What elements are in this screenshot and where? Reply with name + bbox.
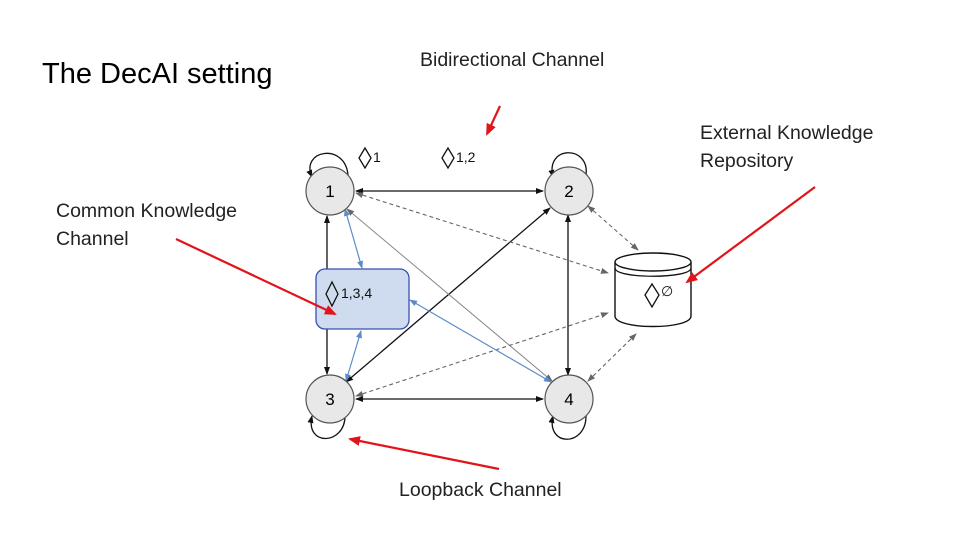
common-knowledge-channel: [315, 268, 410, 330]
loopback-2: [548, 152, 587, 178]
edge-1-common: [344, 208, 363, 269]
external-knowledge-repository: ∅: [614, 252, 692, 328]
symbol-1-label: 1: [373, 149, 381, 165]
node-4: 4: [544, 374, 594, 424]
node-4-label: 4: [564, 390, 573, 409]
node-3-label: 3: [325, 390, 334, 409]
external-repository-pointer-arrow: [685, 186, 816, 284]
symbol-1-icon: [358, 146, 372, 170]
symbol-12-icon: [441, 146, 455, 170]
edge-1-repo: [355, 192, 609, 274]
common-knowledge-label-line1: Common Knowledge: [56, 200, 238, 222]
external-repository-label-line1: External Knowledge: [700, 122, 874, 144]
bidirectional-channel-label: Bidirectional Channel: [420, 49, 605, 71]
slide-title: The DecAI setting: [42, 58, 273, 90]
node-2-label: 2: [564, 182, 573, 201]
loopback-pointer-arrow: [348, 436, 500, 471]
node-1-label: 1: [325, 182, 334, 201]
loopback-4: [548, 415, 587, 440]
bidirectional-pointer-arrow: [486, 105, 501, 136]
repository-symbol-icon: [644, 282, 660, 309]
edge-3-common: [345, 330, 362, 382]
node-2: 2: [544, 166, 594, 216]
common-knowledge-label-line2: Channel: [56, 228, 129, 250]
symbol-12-label: 1,2: [456, 149, 476, 165]
edge-3-repo: [355, 312, 609, 397]
node-3: 3: [305, 374, 355, 424]
common-channel-symbol-label: 1,3,4: [341, 285, 372, 301]
external-repository-label-line2: Repository: [700, 150, 794, 172]
loopback-channel-label: Loopback Channel: [399, 479, 562, 501]
edge-4-repo: [587, 333, 637, 382]
edge-2-repo: [587, 205, 639, 251]
edge-4-common: [409, 299, 552, 383]
node-1: 1: [305, 166, 355, 216]
loopback-3: [307, 415, 346, 440]
common-knowledge-pointer-arrow: [175, 238, 337, 315]
loopback-1: [306, 152, 349, 178]
repository-symbol-label: ∅: [661, 283, 673, 299]
